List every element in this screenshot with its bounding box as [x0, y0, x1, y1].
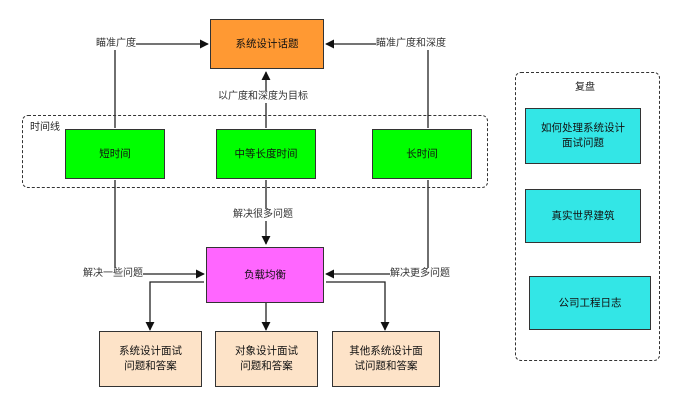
timeline-group — [22, 115, 488, 188]
answers1-node: 系统设计面试问题和答案 — [99, 331, 202, 387]
timeline-label: 时间线 — [30, 122, 60, 133]
right-top-label: 瞄准广度和深度 — [376, 38, 446, 50]
goal-note-label: 以广度和深度为目标 — [218, 91, 308, 103]
review-item-2: 真实世界建筑 — [525, 189, 641, 243]
load-balance-node: 负载均衡 — [206, 247, 324, 303]
long-time-node: 长时间 — [372, 129, 472, 179]
answers3-node: 其他系统设计面试问题和答案 — [332, 331, 440, 387]
review-item-3: 公司工程日志 — [529, 276, 651, 330]
solve-more-label: 解决更多问题 — [390, 268, 450, 280]
review-group — [515, 72, 660, 361]
review-item-1: 如何处理系统设计面试问题 — [525, 108, 641, 164]
solve-some-label: 解决一些问题 — [83, 268, 143, 280]
edge-long-to-balance — [325, 180, 429, 279]
solve-many-label: 解决很多问题 — [233, 209, 293, 221]
left-top-label: 瞄准广度 — [96, 38, 136, 50]
answers2-node: 对象设计面试问题和答案 — [215, 331, 318, 387]
medium-time-node: 中等长度时间 — [216, 129, 316, 179]
goal-node: 系统设计话题 — [210, 19, 324, 69]
edge-short-to-balance — [114, 180, 205, 279]
edge-balance-to-answers3 — [326, 281, 390, 331]
edge-balance-to-answers1 — [145, 281, 204, 331]
short-time-node: 短时间 — [65, 129, 165, 179]
review-title: 复盘 — [575, 82, 595, 93]
